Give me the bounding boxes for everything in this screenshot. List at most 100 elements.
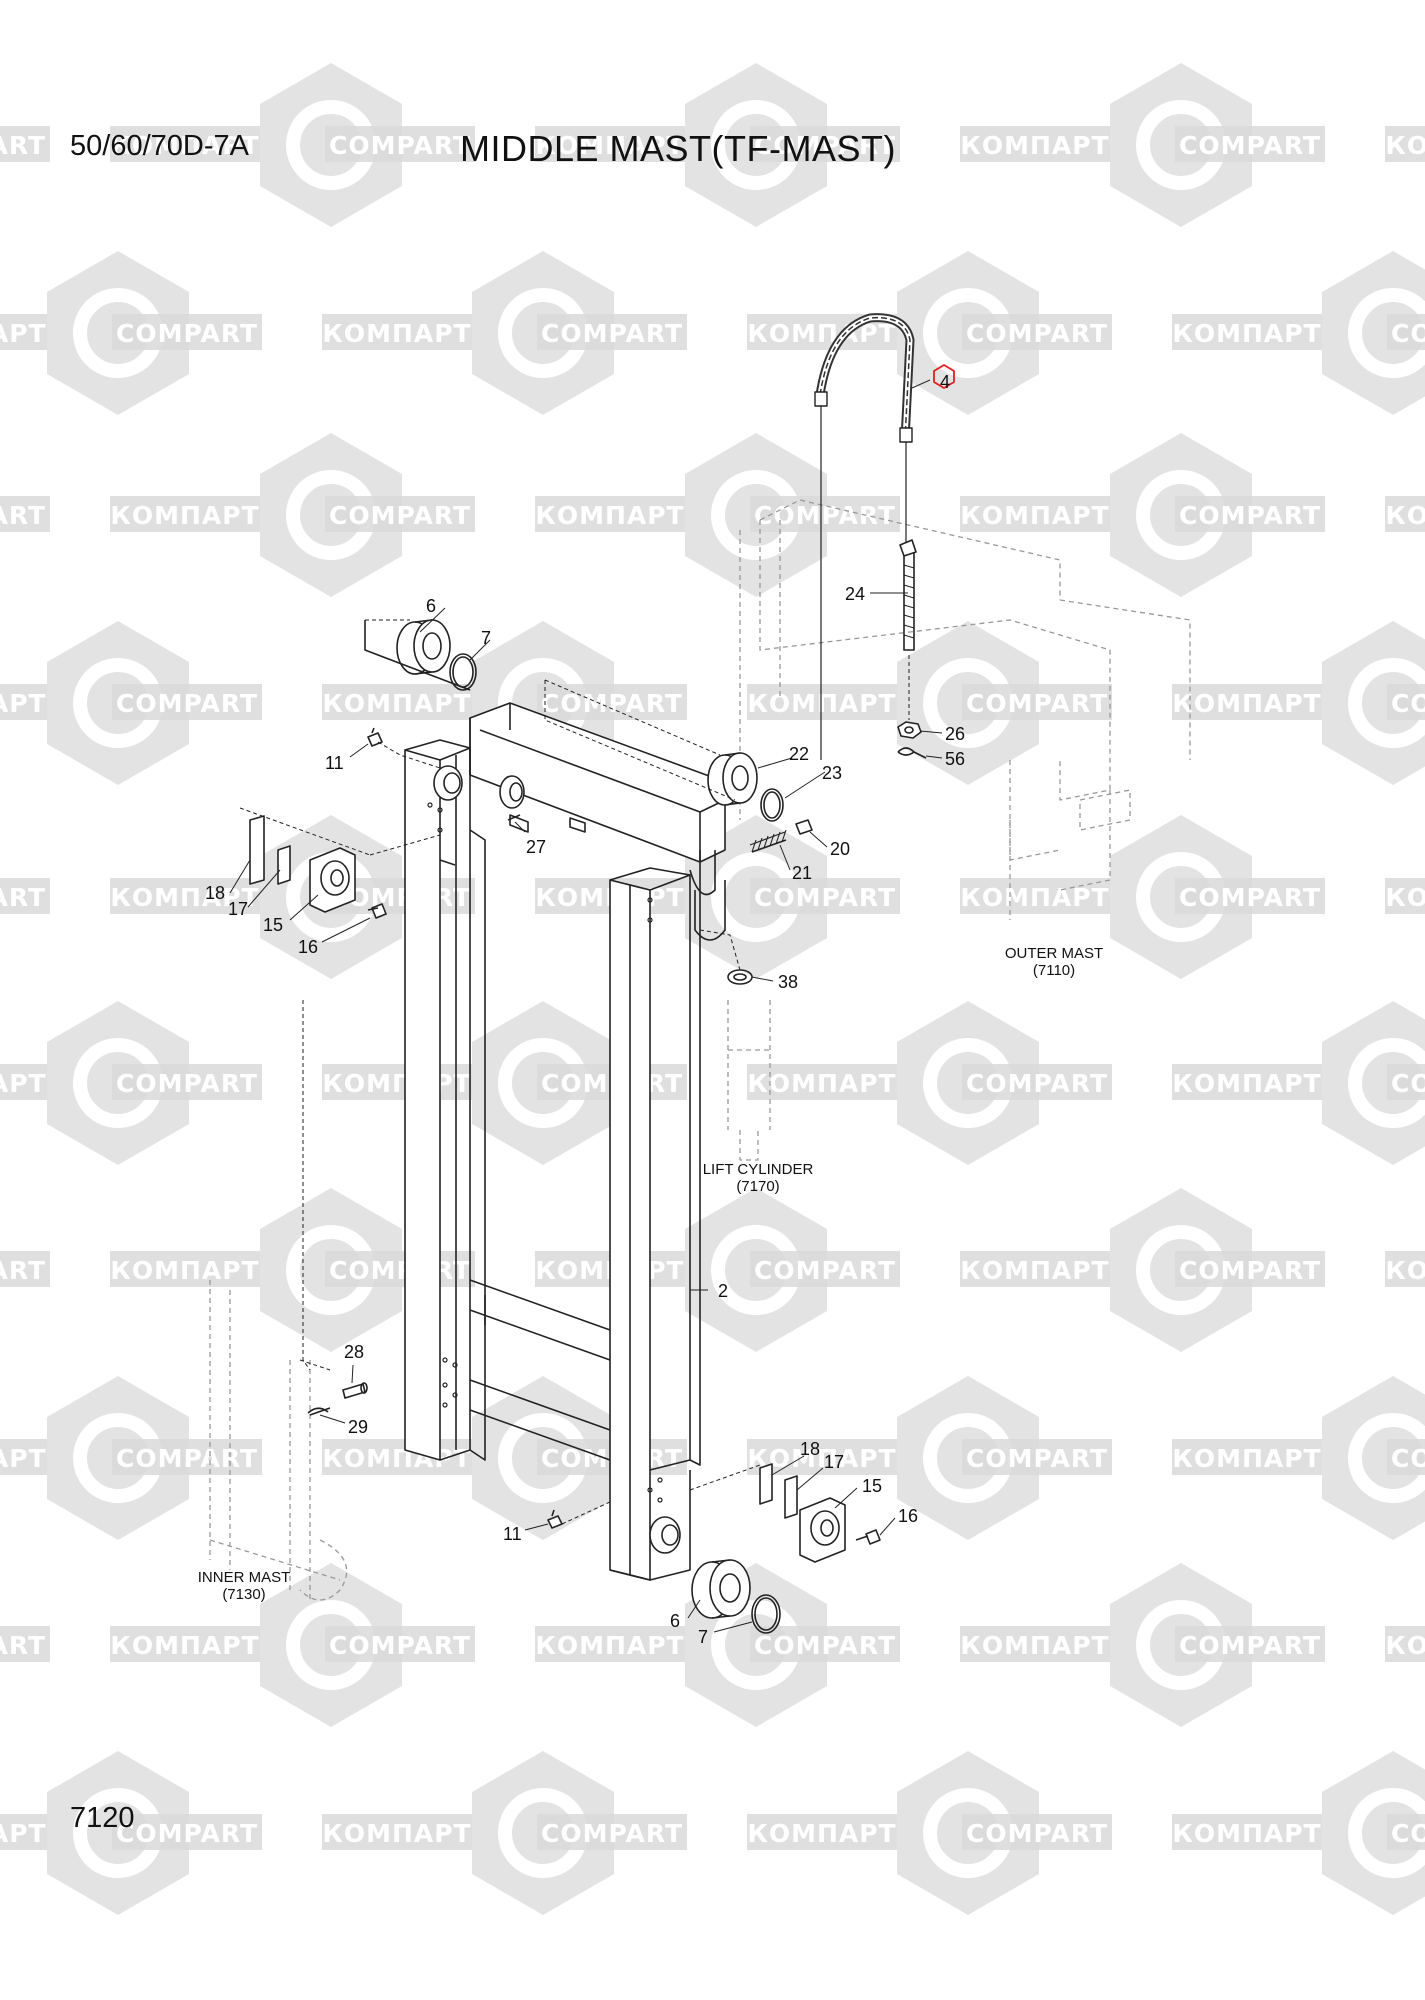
top-roller-bearing — [364, 619, 477, 691]
svg-text:КОМПАРТ: КОМПАРТ — [1385, 501, 1425, 530]
svg-text:КОМПАРТ: КОМПАРТ — [960, 1256, 1109, 1285]
page-title: MIDDLE MAST(TF-MAST) — [460, 128, 896, 169]
svg-text:КОМПАРТ: КОМПАРТ — [747, 1819, 896, 1848]
svg-text:КОМПАРТ: КОМПАРТ — [1385, 1631, 1425, 1660]
svg-text:COMPART: COMPART — [329, 131, 471, 160]
svg-text:COMPART: COMPART — [754, 131, 896, 160]
svg-text:COMPART: COMPART — [966, 1819, 1108, 1848]
svg-text:COMPART: COMPART — [1179, 131, 1321, 160]
svg-text:COMPART: COMPART — [116, 689, 258, 718]
callout-7-top[interactable]: 7 — [481, 628, 491, 648]
callout-6-top[interactable]: 6 — [426, 596, 436, 616]
callout-27[interactable]: 27 — [526, 837, 546, 857]
lift-chain — [814, 313, 915, 760]
svg-text:КОМПАРТ: КОМПАРТ — [1172, 1069, 1321, 1098]
callout-24[interactable]: 24 — [845, 584, 865, 604]
callout-56[interactable]: 56 — [945, 749, 965, 769]
svg-text:КОМПАРТ: КОМПАРТ — [535, 131, 684, 160]
callout-15-left[interactable]: 15 — [263, 915, 283, 935]
outer-mast-label: OUTER MAST — [1005, 945, 1103, 962]
svg-text:КОМПАРТ: КОМПАРТ — [1172, 319, 1321, 348]
svg-text:COMPART: COMPART — [1391, 319, 1425, 348]
callout-21[interactable]: 21 — [792, 863, 812, 883]
svg-text:COMPART: COMPART — [116, 319, 258, 348]
callout-11-bottom[interactable]: 11 — [503, 1524, 522, 1544]
callout-23[interactable]: 23 — [822, 763, 842, 783]
svg-text:КОМПАРТ: КОМПАРТ — [322, 1069, 471, 1098]
svg-text:КОМПАРТ: КОМПАРТ — [960, 883, 1109, 912]
svg-text:КОМПАРТ: КОМПАРТ — [1172, 1444, 1321, 1473]
callout-7-bottom[interactable]: 7 — [698, 1627, 708, 1647]
svg-text:КОМПАРТ: КОМПАРТ — [1385, 1256, 1425, 1285]
callout-17-right[interactable]: 17 — [824, 1452, 844, 1472]
svg-text:КОМПАРТ: КОМПАРТ — [0, 1069, 47, 1098]
svg-text:КОМПАРТ: КОМПАРТ — [110, 883, 259, 912]
callout-2[interactable]: 2 — [718, 1281, 728, 1301]
svg-text:КОМПАРТ: КОМПАРТ — [960, 131, 1109, 160]
svg-text:COMPART: COMPART — [966, 689, 1108, 718]
svg-text:КОМПАРТ: КОМПАРТ — [0, 689, 47, 718]
svg-text:КОМПАРТ: КОМПАРТ — [110, 1631, 259, 1660]
svg-text:COMPART: COMPART — [0, 1256, 46, 1285]
svg-text:КОМПАРТ: КОМПАРТ — [322, 689, 471, 718]
svg-text:КОМПАРТ: КОМПАРТ — [535, 1631, 684, 1660]
callout-16-left[interactable]: 16 — [298, 937, 318, 957]
callout-26[interactable]: 26 — [945, 724, 965, 744]
callout-16-right[interactable]: 16 — [898, 1506, 918, 1526]
svg-text:COMPART: COMPART — [1391, 1444, 1425, 1473]
callout-17-left[interactable]: 17 — [228, 899, 248, 919]
svg-text:COMPART: COMPART — [541, 689, 683, 718]
svg-text:КОМПАРТ: КОМПАРТ — [1172, 689, 1321, 718]
callout-4[interactable]: 4 — [940, 372, 950, 392]
svg-text:КОМПАРТ: КОМПАРТ — [960, 501, 1109, 530]
callout-18-right[interactable]: 18 — [800, 1439, 820, 1459]
anchor-bolt — [897, 539, 927, 759]
svg-text:COMPART: COMPART — [966, 1069, 1108, 1098]
svg-text:COMPART: COMPART — [754, 1631, 896, 1660]
svg-text:КОМПАРТ: КОМПАРТ — [747, 1069, 896, 1098]
bottom-roller-bearing — [691, 1559, 781, 1634]
svg-text:КОМПАРТ: КОМПАРТ — [0, 1819, 47, 1848]
svg-text:COMPART: COMPART — [966, 319, 1108, 348]
svg-text:COMPART: COMPART — [116, 1444, 258, 1473]
pin-and-clip — [299, 1000, 368, 1416]
svg-text:COMPART: COMPART — [1391, 689, 1425, 718]
svg-text:КОМПАРТ: КОМПАРТ — [322, 1819, 471, 1848]
svg-text:КОМПАРТ: КОМПАРТ — [747, 319, 896, 348]
svg-text:КОМПАРТ: КОМПАРТ — [1385, 883, 1425, 912]
lift-cylinder-outline — [727, 1000, 771, 1161]
callout-labels: 4 24 26 56 6 7 22 23 11 27 20 21 18 17 1… — [205, 372, 965, 1647]
seal-ring — [699, 929, 753, 985]
callout-18-left[interactable]: 18 — [205, 883, 225, 903]
leader-lines — [229, 379, 943, 1633]
svg-text:COMPART: COMPART — [754, 501, 896, 530]
callout-11-top[interactable]: 11 — [325, 753, 344, 773]
svg-text:COMPART: COMPART — [1179, 1256, 1321, 1285]
outer-mast-code: (7110) — [1033, 962, 1075, 979]
svg-text:КОМПАРТ: КОМПАРТ — [1172, 1819, 1321, 1848]
svg-text:COMPART: COMPART — [116, 1069, 258, 1098]
assembly-labels: OUTER MAST (7110) LIFT CYLINDER (7170) I… — [198, 945, 1103, 1603]
svg-text:COMPART: COMPART — [754, 1256, 896, 1285]
svg-text:COMPART: COMPART — [966, 1444, 1108, 1473]
svg-text:COMPART: COMPART — [541, 1819, 683, 1848]
svg-text:COMPART: COMPART — [0, 131, 46, 160]
side-roller-right — [689, 1463, 881, 1563]
callout-38[interactable]: 38 — [778, 972, 798, 992]
svg-text:COMPART: COMPART — [1391, 1819, 1425, 1848]
callout-15-right[interactable]: 15 — [862, 1476, 882, 1496]
inner-mast-code: (7130) — [222, 1586, 265, 1603]
outer-mast-outline — [739, 499, 1191, 920]
svg-text:КОМПАРТ: КОМПАРТ — [110, 501, 259, 530]
lift-cylinder-label: LIFT CYLINDER — [703, 1161, 814, 1178]
callout-28[interactable]: 28 — [344, 1342, 364, 1362]
svg-text:КОМПАРТ: КОМПАРТ — [110, 1256, 259, 1285]
callout-6-bottom[interactable]: 6 — [670, 1611, 680, 1631]
callout-20[interactable]: 20 — [830, 839, 850, 859]
callout-22[interactable]: 22 — [789, 744, 809, 764]
svg-text:COMPART: COMPART — [1179, 501, 1321, 530]
grease-fittings — [367, 727, 611, 1529]
callout-29[interactable]: 29 — [348, 1417, 368, 1437]
side-roller-left — [239, 807, 441, 919]
